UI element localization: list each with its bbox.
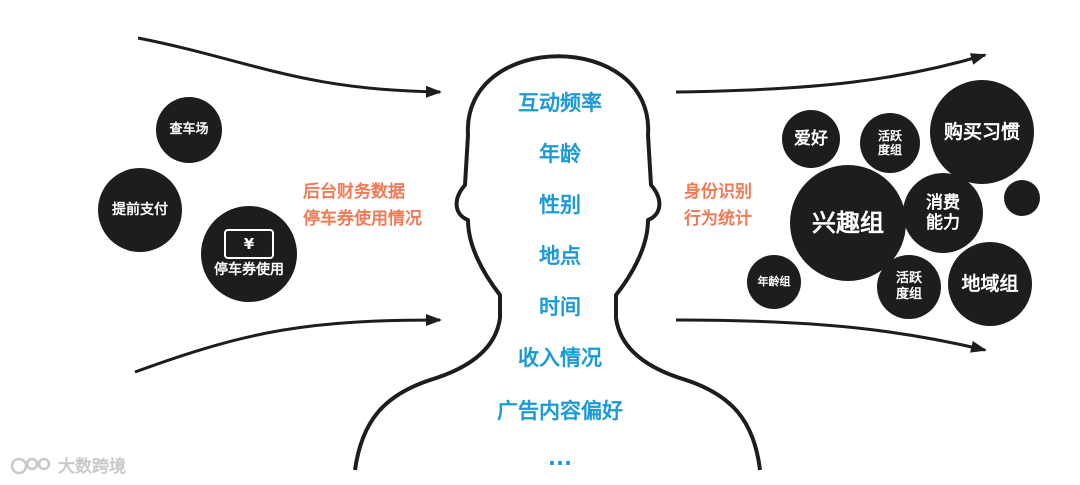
coupon-ticket-icon: ¥ [224,229,274,259]
bubble-check-parking: 查车场 [156,97,222,163]
attribute-age: 年龄 [470,138,650,168]
bubble-label: 查车场 [169,122,208,138]
bubble-age-group: 年龄组 [747,255,801,309]
bubble-label-line: 消费 [926,193,960,213]
attribute-location: 地点 [470,240,650,270]
input-arrow-top [138,38,440,92]
attribute-time: 时间 [470,291,650,321]
bubble-hobby: 爱好 [782,110,840,168]
output-label-line: 身份识别 [684,179,752,206]
bubble-label: 兴趣组 [812,209,884,238]
watermark: 大数跨境 [10,452,126,477]
source-label: 后台财务数据 停车券使用情况 [303,179,422,233]
input-arrow-bottom [135,320,440,372]
bubble-label-line: 度组 [878,143,902,157]
bubble-label: 爱好 [794,129,828,149]
bubble-region-group: 地域组 [948,242,1032,326]
output-arrow-top [676,55,985,92]
output-label-line: 行为统计 [684,206,752,233]
attribute-interaction-frequency: 互动频率 [470,87,650,117]
bubble-label-line: 度组 [896,287,922,303]
bubble-purchase-habit: 购买习惯 [930,80,1034,184]
bubble-coupon: ¥ 停车券使用 [201,206,297,302]
bubble-label: 地域组 [961,273,1018,296]
attribute-gender: 性别 [470,189,650,219]
bubble-active-1: 活跃 度组 [860,113,920,173]
bubble-active-2: 活跃 度组 [877,255,941,319]
bubble-consumption-power: 消费 能力 [903,173,983,253]
output-arrow-bottom [676,320,985,350]
bubble-label-line: 活跃 [878,129,902,143]
bubble-label-line: 能力 [926,213,960,233]
attribute-income: 收入情况 [470,342,650,372]
watermark-logo-icon [10,455,54,475]
attribute-ellipsis: ... [470,446,650,470]
attribute-ad-preference: 广告内容偏好 [470,395,650,425]
source-label-line: 停车券使用情况 [303,206,422,233]
bubble-label: 停车券使用 [214,262,284,279]
bubble-label: 年龄组 [758,275,791,288]
watermark-text: 大数跨境 [58,452,126,477]
source-label-line: 后台财务数据 [303,179,422,206]
bubble-small-dot [1004,180,1040,216]
output-label: 身份识别 行为统计 [684,179,752,233]
bubble-label: 购买习惯 [944,121,1020,144]
bubble-label-line: 活跃 [896,271,922,287]
bubble-prepay: 提前支付 [98,168,182,252]
bubble-label: 提前支付 [112,202,168,219]
coupon-yen-symbol: ¥ [244,235,254,253]
